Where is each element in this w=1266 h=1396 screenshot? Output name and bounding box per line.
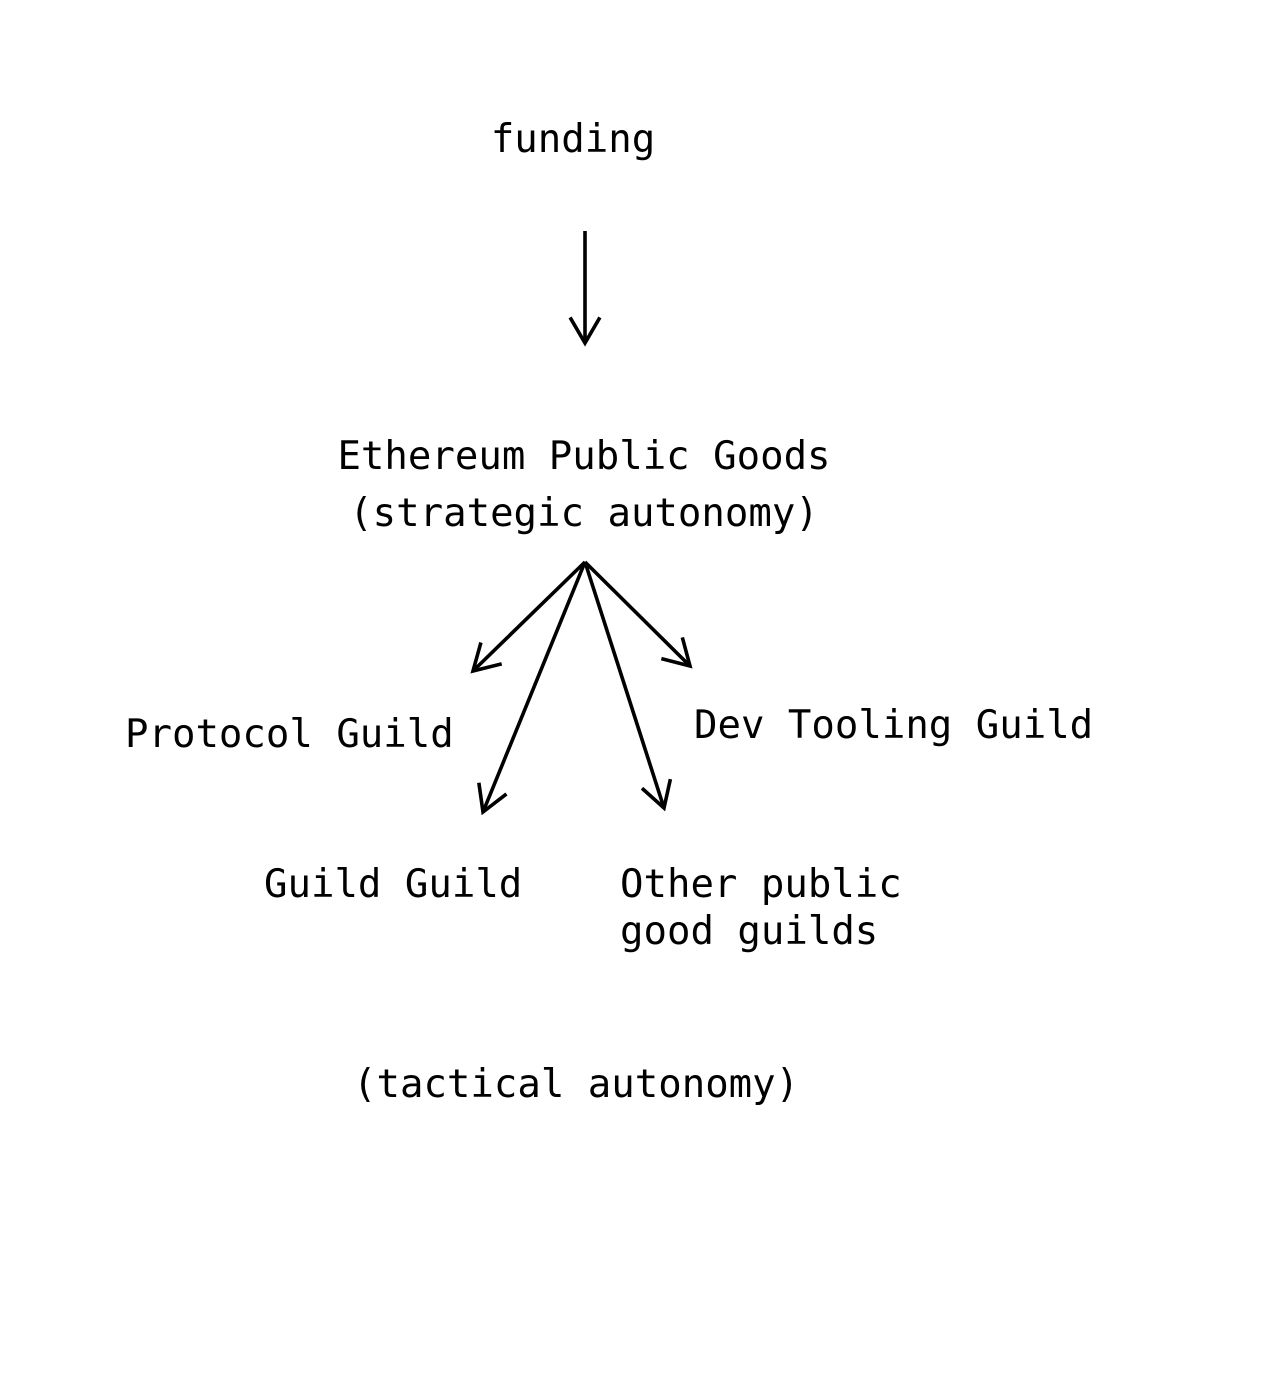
- funding-label: funding: [490, 117, 656, 162]
- strategic-autonomy-note: (strategic autonomy): [349, 491, 819, 536]
- protocol-guild-label: Protocol Guild: [125, 712, 454, 757]
- guild-guild-label: Guild Guild: [264, 862, 523, 907]
- arrow-epg-to-other-public-good-guilds: [583, 561, 673, 812]
- arrow-epg-to-protocol-guild: [470, 560, 587, 674]
- ethereum-public-goods-title: Ethereum Public Goods: [337, 434, 831, 479]
- arrow-epg-to-dev-tooling-guild: [583, 560, 693, 669]
- arrow-epg-to-guild-guild: [477, 561, 587, 816]
- tactical-autonomy-note: (tactical autonomy): [353, 1062, 800, 1107]
- other-public-good-guilds-line1: Other public: [620, 862, 902, 907]
- other-public-good-guilds-label: Other public good guilds: [620, 861, 902, 955]
- ethereum-public-goods-node: Ethereum Public Goods (strategic autonom…: [337, 428, 830, 542]
- other-public-good-guilds-line2: good guilds: [620, 909, 879, 954]
- dev-tooling-guild-label: Dev Tooling Guild: [694, 703, 1094, 748]
